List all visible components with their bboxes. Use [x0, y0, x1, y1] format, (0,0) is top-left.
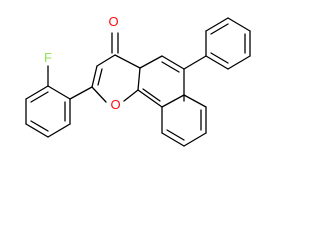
naphthalene-core [137, 55, 207, 147]
carbonyl-oxygen-label: O [109, 14, 119, 29]
bond-c10b-c8a-inner [142, 88, 161, 102]
pyranone-ring [91, 32, 141, 103]
bond-fp-1-2 [47, 85, 71, 100]
bond-c6a-c7 [183, 94, 207, 108]
bond-c3-c2-inner [97, 68, 103, 86]
bond-c4a-c4 [114, 54, 141, 69]
bond-ph-2-3-inner [210, 23, 229, 35]
bond-c8a-c4a [137, 67, 141, 91]
bond-c5-c6-inner [161, 61, 180, 73]
molecule-structure-diagram: O O F [25, 14, 251, 147]
fluorophenyl-ring [25, 65, 93, 138]
bond-fp-4-5-inner [30, 120, 49, 132]
bond-c4a-c5 [139, 55, 163, 69]
bond-ph-6-1-inner [210, 52, 229, 64]
bond-ph-3-4 [227, 17, 251, 32]
bond-fp-4-5 [25, 123, 49, 138]
bond-c9-c10 [161, 132, 185, 147]
bond-c10b-c8a [137, 89, 163, 108]
bond-c6-phenyl [183, 55, 207, 70]
bond-o1-c8a [123, 89, 139, 102]
phenyl-ring [183, 17, 251, 70]
bond-fp-2-3-inner [30, 91, 49, 103]
bond-c2-o1 [91, 86, 107, 103]
bond-ph-5-6 [227, 55, 251, 70]
bond-c2-aryl [69, 86, 93, 100]
bond-c9-c10-inner [166, 129, 185, 141]
bond-fp-5-6 [47, 123, 71, 138]
ring-oxygen-label: O [111, 97, 121, 112]
bond-c5-c6 [161, 55, 185, 70]
bond-ph-6-1 [205, 55, 229, 70]
fluorine-label: F [44, 50, 52, 65]
bond-c4-c3 [96, 54, 116, 67]
bond-ph-2-3 [205, 17, 229, 32]
bond-c3-c2 [91, 65, 98, 88]
bond-c6a-c10b [161, 94, 185, 108]
bond-fp-2-3 [25, 85, 49, 100]
bond-c8-c9 [183, 132, 207, 147]
